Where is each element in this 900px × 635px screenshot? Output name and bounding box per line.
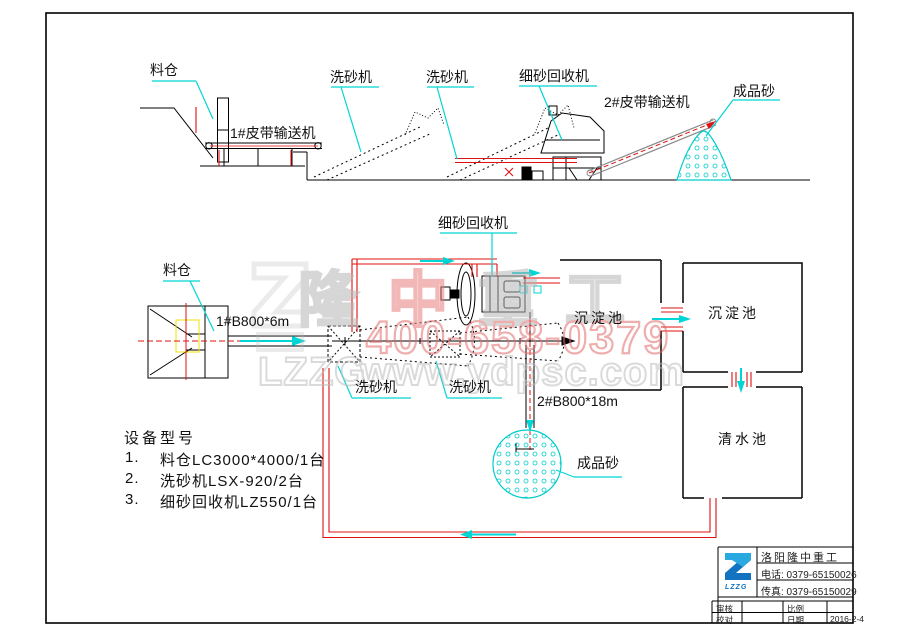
plan-washer2 <box>429 322 565 362</box>
plan-label-conveyor2-spec: 2#B800*18m <box>537 393 618 409</box>
equipment-item-no: 3. <box>125 491 140 508</box>
plan-washer1 <box>327 316 475 367</box>
elev-label-conveyor2: 2#皮带输送机 <box>604 94 690 110</box>
plan-label-pool1: 沉淀池 <box>574 310 625 326</box>
sheet-frame <box>45 12 854 624</box>
elevation-sand-pile <box>676 130 732 181</box>
elevation-conveyor2 <box>586 118 717 177</box>
plan-pools <box>560 259 803 499</box>
plan-label-washer1: 洗砂机 <box>355 379 397 395</box>
title-block-date-value: 2016-2-4 <box>830 614 865 624</box>
plan-conveyor1 <box>228 335 576 347</box>
lzzg-logo-mark <box>725 553 751 580</box>
plan-leaders <box>163 232 622 478</box>
elev-label-conveyor1: 1#皮带输送机 <box>230 125 316 141</box>
title-block-logo-text: LZZG <box>725 584 748 591</box>
elev-label-washer1: 洗砂机 <box>330 69 372 85</box>
elevation-leaders <box>152 80 780 160</box>
plan-label-washer2: 洗砂机 <box>449 379 491 395</box>
elev-label-recycler: 细砂回收机 <box>519 68 589 84</box>
equipment-item-no: 2. <box>125 470 140 487</box>
plan-label-finished-sand: 成品砂 <box>577 455 619 471</box>
plan-label-silo: 料仓 <box>163 262 191 278</box>
elev-label-finished-sand: 成品砂 <box>733 83 775 99</box>
title-block-phone: 电话: 0379-65150026 <box>761 570 857 581</box>
title-block-scale-label: 比例 <box>787 604 805 614</box>
equipment-item-text: 细砂回收机LZ550/1台 <box>160 494 319 511</box>
title-block-review-label: 审核 <box>716 604 734 614</box>
equipment-item-text: 料仓LC3000*4000/1台 <box>160 452 326 469</box>
title-block-fax: 传真: 0379-65150029 <box>761 587 857 598</box>
plan-flow-arrows <box>420 257 745 539</box>
plan-label-conveyor1-spec: 1#B800*6m <box>216 313 290 329</box>
plan-sand-pile <box>492 429 562 499</box>
title-block-company: 洛阳隆中重工 <box>761 552 839 564</box>
elev-label-silo: 料仓 <box>150 62 178 78</box>
plan-label-recycler: 细砂回收机 <box>438 215 508 231</box>
plan-recycler <box>440 262 542 345</box>
plan-label-pool2: 沉淀池 <box>708 305 759 321</box>
plan-red-piping <box>322 258 752 539</box>
plan-conveyor1-flow-arrow <box>240 336 306 346</box>
equipment-item-no: 1. <box>125 449 140 466</box>
title-block-date-label: 日期 <box>787 615 805 625</box>
equipment-list-title: 设备型号 <box>124 430 197 447</box>
elev-label-washer2: 洗砂机 <box>426 69 468 85</box>
title-block-check-label: 校对 <box>716 615 734 625</box>
plan-label-pool3: 清水池 <box>718 431 769 447</box>
title-block-lines <box>711 546 853 623</box>
equipment-item-text: 洗砂机LSX-920/2台 <box>160 473 304 490</box>
elevation-red-pipes <box>195 107 577 177</box>
